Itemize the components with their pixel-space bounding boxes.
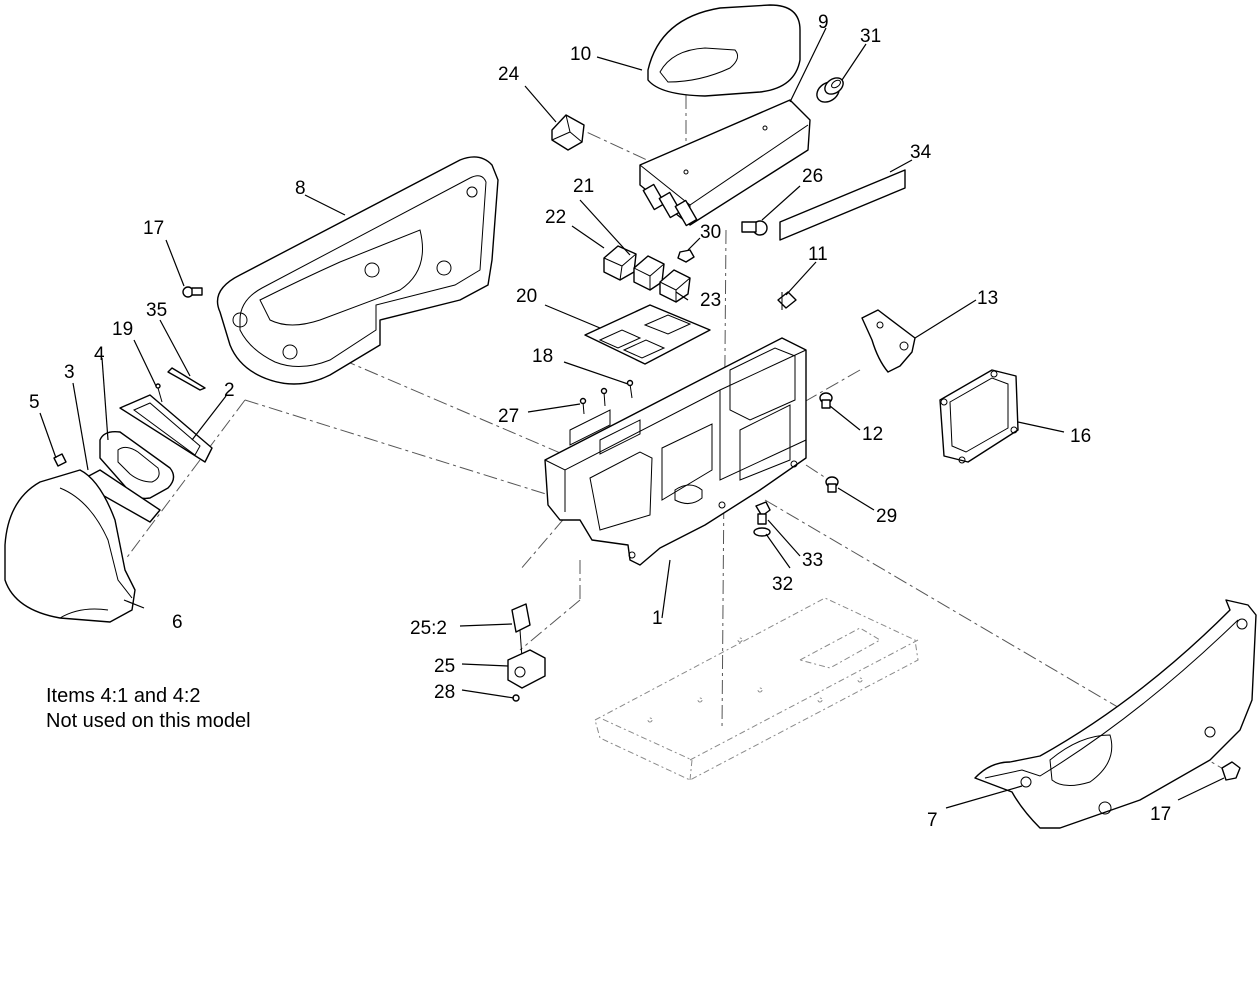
callout-19: 19 [112, 319, 133, 340]
console-frame-part [544, 337, 807, 566]
callout-28: 28 [434, 682, 455, 703]
armrest-pad-part [647, 4, 801, 97]
screw-18-part [626, 379, 634, 399]
callout-17a: 17 [143, 218, 164, 239]
callout-1: 1 [652, 608, 663, 629]
console-top-part [639, 99, 811, 227]
screw-27-part [579, 387, 608, 415]
callout-10: 10 [570, 44, 591, 65]
callout-31: 31 [860, 26, 881, 47]
callout-13: 13 [977, 288, 998, 309]
callout-11: 11 [808, 244, 828, 265]
callout-22: 22 [545, 207, 566, 228]
callout-2: 2 [224, 380, 235, 401]
decal-strip-part [779, 169, 906, 241]
bolt-33-part [755, 501, 771, 525]
callout-labels: 10 9 31 24 34 26 8 21 22 17 30 11 20 23 … [29, 12, 1171, 831]
callout-33: 33 [802, 550, 823, 571]
callout-12: 12 [862, 424, 883, 445]
callout-29: 29 [876, 506, 897, 527]
cover-16-part [939, 369, 1019, 464]
right-side-cover-part [974, 599, 1257, 829]
callout-20: 20 [516, 286, 537, 307]
callout-24: 24 [498, 64, 520, 85]
callout-27: 27 [498, 406, 519, 427]
callout-9: 9 [818, 12, 829, 33]
callout-30: 30 [700, 222, 721, 243]
ghost-mounting-plate [594, 597, 919, 781]
switch-plate-part [584, 304, 711, 365]
bolt-29-part [825, 476, 839, 493]
callout-8: 8 [295, 178, 306, 199]
callout-34: 34 [910, 142, 932, 163]
callout-26: 26 [802, 166, 823, 187]
power-outlet-part [816, 77, 844, 103]
callout-16: 16 [1070, 426, 1091, 447]
callout-7: 7 [927, 810, 938, 831]
screw-19-part [155, 383, 163, 403]
callout-32: 32 [772, 574, 793, 595]
callout-35: 35 [146, 300, 167, 321]
model-note: Items 4:1 and 4:2 Not used on this model [46, 684, 251, 734]
pin-35-part [167, 367, 206, 391]
callout-4: 4 [94, 344, 105, 365]
bolt-17-left-part [182, 286, 203, 298]
rocker-switch-22-part [603, 245, 637, 281]
callout-25-2: 25:2 [410, 618, 447, 639]
front-cover-part [4, 469, 136, 623]
callout-6: 6 [172, 612, 183, 633]
nut-30-part [677, 249, 695, 263]
callout-21: 21 [573, 176, 594, 197]
bracket-13-part [861, 309, 916, 373]
leader-lines [39, 27, 1225, 809]
model-note-line-2: Not used on this model [46, 710, 251, 732]
bolt-17-right-part [1221, 761, 1241, 781]
model-note-line-1: Items 4:1 and 4:2 [46, 685, 201, 707]
callout-18: 18 [532, 346, 553, 367]
callout-17b: 17 [1150, 804, 1171, 825]
callout-5: 5 [29, 392, 40, 413]
rocker-switch-23-part [659, 269, 691, 303]
bolt-12-part [819, 392, 833, 409]
bracket-11-part [777, 291, 797, 310]
lever-assembly-part [507, 603, 546, 702]
callout-23: 23 [700, 290, 721, 311]
bolt-26-part [741, 220, 768, 236]
callout-25: 25 [434, 656, 455, 677]
left-side-cover-part [216, 156, 499, 385]
washer-32-part [753, 527, 771, 537]
gasket-part [119, 394, 213, 463]
screw-5-part [53, 453, 67, 467]
callout-3: 3 [64, 362, 75, 383]
knob-part [551, 114, 585, 151]
